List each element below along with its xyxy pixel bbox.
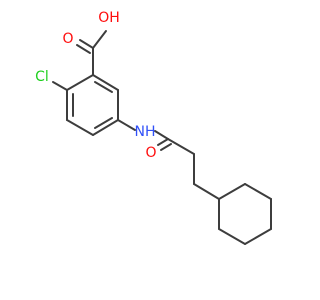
bond-chain-3: [193, 183, 220, 200]
bond-c-o-double-a: [79, 39, 94, 49]
atom-o-acid-label: O: [62, 31, 73, 47]
atom-o-amide-label: O: [145, 145, 156, 161]
cyclohexane-bond-1: [218, 183, 246, 200]
atom-labels: OH O Cl NH O: [35, 10, 156, 161]
structure-diagram: OH O Cl NH O: [35, 10, 272, 245]
bond-ring-cl: [52, 81, 68, 91]
ring-bond-4: [66, 119, 94, 136]
bond-n-c: [154, 130, 169, 140]
cyclohexane-bond-2: [244, 183, 272, 200]
ring-double-2: [94, 117, 113, 129]
bond-c-o-double-b: [76, 44, 91, 54]
bonds: [52, 30, 272, 245]
bond-c-o-amide-b: [160, 143, 172, 151]
bond-ring-n: [117, 119, 136, 131]
ring-bond-3: [92, 119, 119, 136]
atom-nh-label: NH: [135, 124, 156, 140]
cyclohexane-bond-4: [244, 228, 272, 245]
bond-c-o-amide-a: [157, 138, 169, 146]
ring-double-1: [94, 81, 113, 93]
ring-bond-1: [92, 74, 119, 91]
cyclohexane-bond-5: [218, 228, 246, 245]
atom-oh-label: OH: [98, 10, 120, 26]
bond-chain-1: [167, 138, 195, 155]
atom-cl-label: Cl: [35, 69, 49, 85]
ring-bond-6: [66, 74, 94, 91]
bond-c-oh: [92, 30, 107, 49]
molecule-drawing: OH O Cl NH O: [35, 10, 272, 245]
